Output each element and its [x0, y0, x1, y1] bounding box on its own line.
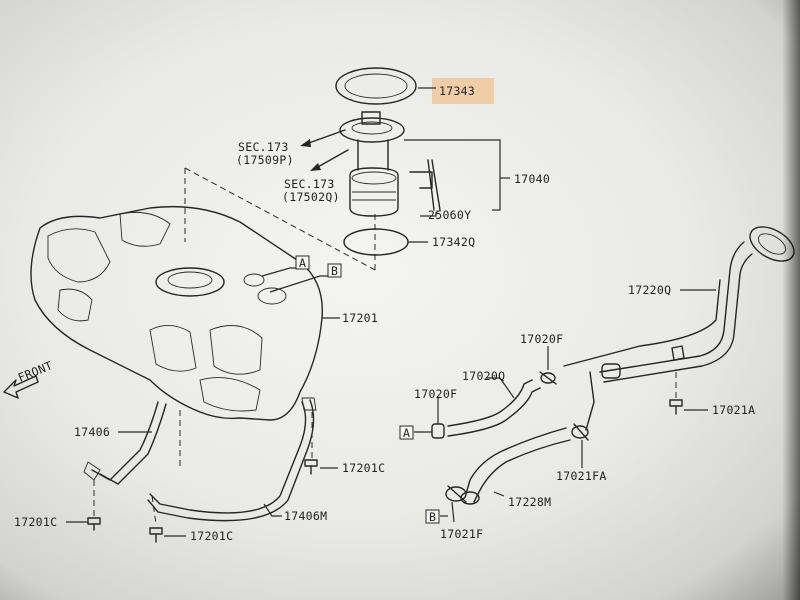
clamp-17021fa [571, 423, 589, 441]
bolt-17201c-bottom [149, 527, 163, 543]
connector-a-bottom-label: A [403, 426, 410, 440]
callout-17020q: 17020Q [462, 369, 505, 383]
callout-17201c-right: 17201C [342, 461, 385, 475]
section-ref-2: SEC.173 [284, 177, 335, 191]
callout-17343: 17343 [439, 84, 475, 98]
tank-strap-17406m [147, 397, 317, 522]
section-ref-1-code: (17509P) [236, 153, 294, 167]
bolt-17021a [669, 399, 683, 415]
callout-17021fa: 17021FA [556, 469, 607, 483]
callout-17406: 17406 [74, 425, 110, 439]
hose-17020q [447, 379, 541, 437]
callout-17201c-left: 17201C [14, 515, 57, 529]
callout-17021a: 17021A [712, 403, 755, 417]
bolt-17201c-right [304, 459, 318, 475]
connector-b-top: B [327, 263, 342, 278]
connector-a-top-label: A [299, 256, 306, 270]
guide-line [184, 167, 376, 271]
front-direction-arrow [3, 375, 39, 399]
connector-b-top-label: B [331, 264, 338, 278]
section-ref-1: SEC.173 [238, 140, 289, 154]
filler-tube-17220q [563, 226, 795, 383]
callout-17201c-bottom: 17201C [190, 529, 233, 543]
bolt-17201c-left [87, 517, 101, 531]
callout-17020f-lower: 17020F [414, 387, 457, 401]
callout-17021f: 17021F [440, 527, 483, 541]
callout-17040: 17040 [514, 172, 550, 186]
fuel-pump-module-17040 [339, 111, 441, 217]
connector-b-bottom-label: B [429, 510, 436, 524]
clamp-17021f [445, 485, 467, 503]
part-highlight [432, 78, 494, 104]
section-ref-2-code: (17502Q) [282, 190, 340, 204]
callout-17201: 17201 [342, 311, 378, 325]
callout-17220q: 17220Q [628, 283, 671, 297]
fuel-tank-17201 [30, 205, 324, 421]
callout-17020f: 17020F [520, 332, 563, 346]
screen-edge-shadow [782, 0, 800, 600]
callout-25060y: 25060Y [428, 208, 471, 222]
callout-17342q: 17342Q [432, 235, 475, 249]
connector-a-bottom: A [399, 425, 414, 440]
connector-b-bottom: B [425, 509, 440, 524]
callout-17228m: 17228M [508, 495, 551, 509]
callout-17406m: 17406M [284, 509, 327, 523]
connector-a-top: A [295, 255, 310, 270]
section-arrow [300, 129, 349, 171]
hose-clamp-17020f [539, 371, 557, 385]
front-label: FRONT [16, 358, 55, 385]
lock-ring-17343 [335, 67, 417, 105]
